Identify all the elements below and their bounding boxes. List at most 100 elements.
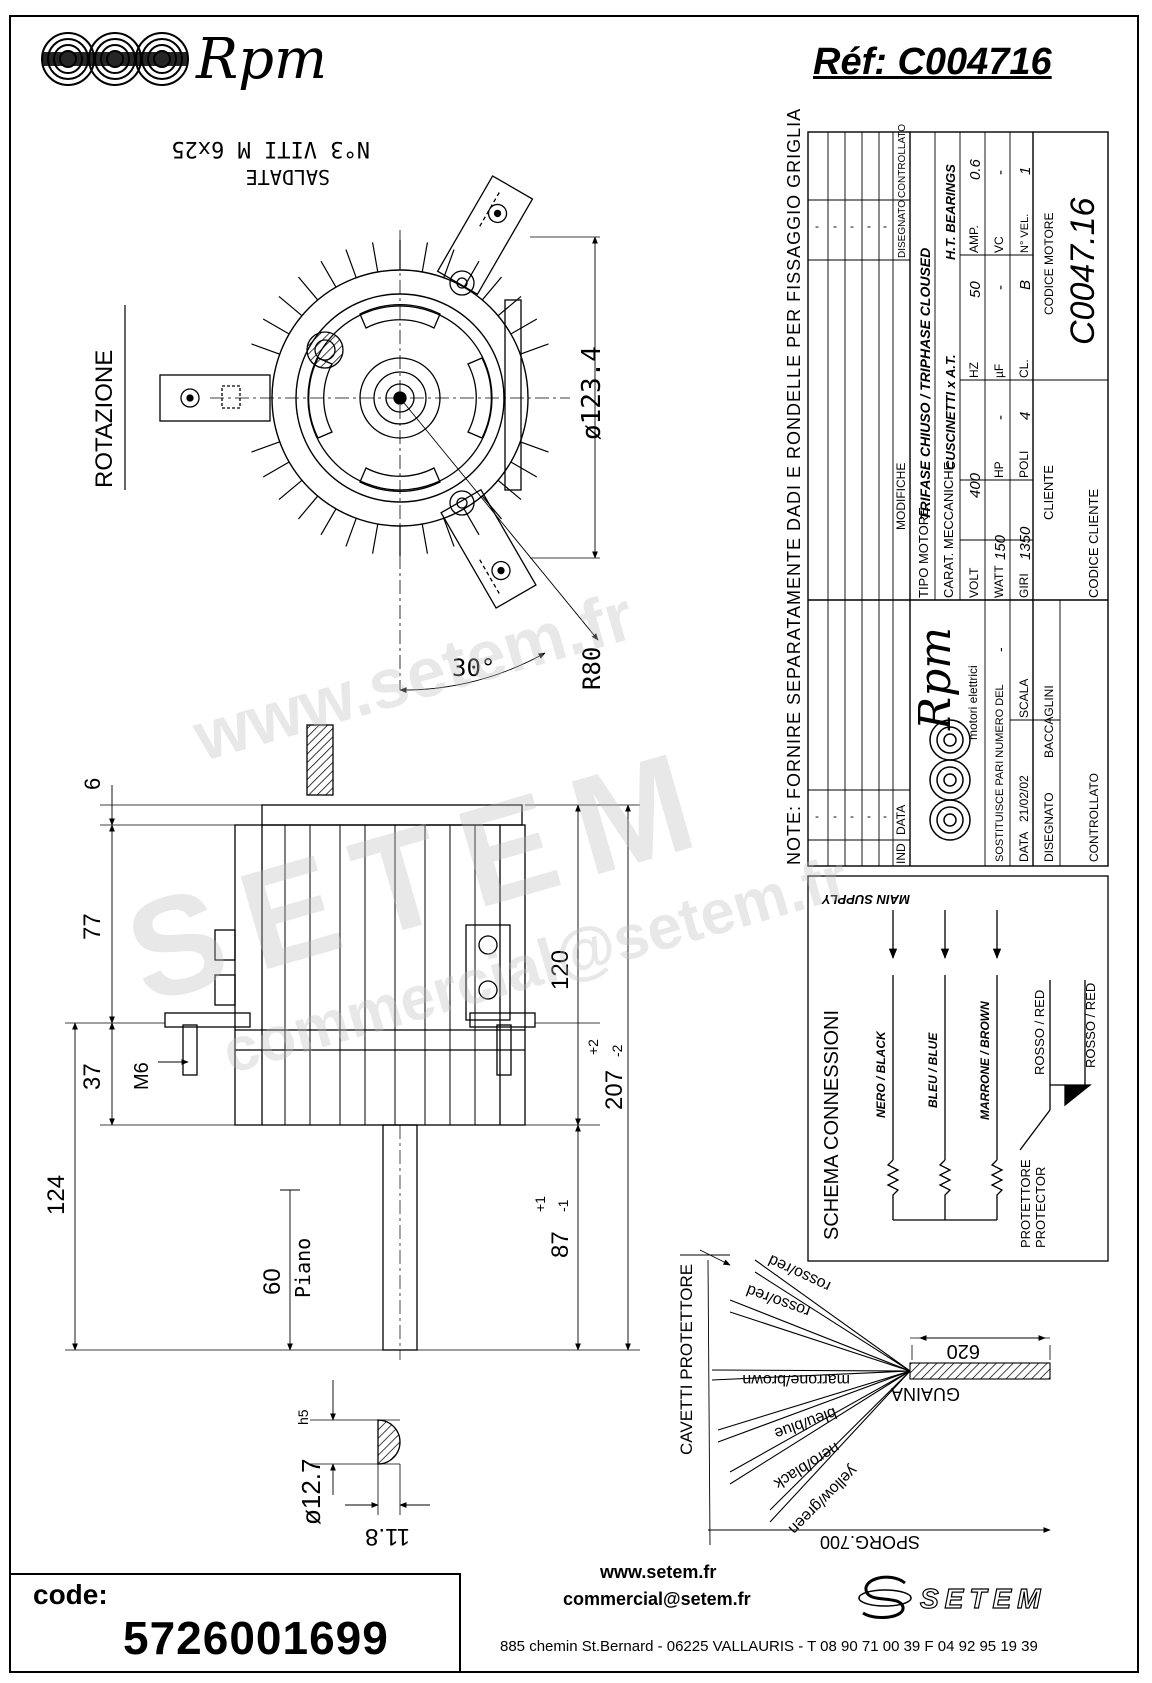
dimension-6: 6 <box>80 778 105 790</box>
dimension-87: 87 <box>547 1231 574 1258</box>
protector-label-en: PROTECTOR <box>1033 1167 1048 1248</box>
brand-name: Rpm <box>196 27 328 92</box>
revision-dash: - <box>867 219 871 233</box>
revision-dash: - <box>833 809 837 823</box>
side-view <box>65 724 640 1360</box>
drawn-by-value: BACCAGLINI <box>1042 685 1056 758</box>
code-box: code: 5726001699 <box>9 1573 461 1673</box>
code-value: 5726001699 <box>123 1612 389 1664</box>
protector-label: PROTETTORE <box>1018 1159 1033 1248</box>
date-value: 21/02/02 <box>1017 775 1031 822</box>
volt-label: VOLT <box>967 567 981 598</box>
fin-line <box>278 295 303 317</box>
sheath-label: GUAINA <box>891 1384 960 1404</box>
angle-dimension: 30° <box>452 654 495 682</box>
watt-label: WATT <box>992 565 1006 598</box>
class-value: B <box>1017 280 1034 290</box>
company-address: 885 chemin St.Bernard - 06225 VALLAURIS … <box>500 1638 1038 1655</box>
radius-dimension: R80 <box>578 647 606 690</box>
volt-value: 400 <box>967 472 984 498</box>
hp-value: - <box>992 415 1009 420</box>
poles-value: 4 <box>1017 412 1034 420</box>
top-view <box>124 175 600 693</box>
fin-line <box>320 260 337 288</box>
customer-label: CLIENTE <box>1041 465 1056 520</box>
revision-dash: - <box>850 219 854 233</box>
code-label: code: <box>33 1579 108 1610</box>
hp-label: HP <box>992 461 1006 478</box>
wire-label-brown: MARRONE / BROWN <box>978 1001 992 1120</box>
fin-line <box>520 343 549 355</box>
sheath-length: 620 <box>947 1340 980 1362</box>
fin-line <box>443 249 455 278</box>
motor-type-value: TRIFASE CHIUSO / TRIPHASE CLOUSED <box>917 248 933 520</box>
title-block-frame <box>807 131 1109 867</box>
fin-line <box>497 295 522 317</box>
diameter-dimension: ø123.4 <box>577 346 607 440</box>
protector-wire-2: ROSSO / RED <box>1083 983 1098 1068</box>
fin-line <box>463 508 480 536</box>
setem-logo-text: SETEM <box>919 1582 1047 1614</box>
revision-dash: - <box>883 809 887 823</box>
cable-wire-1: rosso/red <box>766 1251 834 1295</box>
fin-line <box>262 318 290 335</box>
shaft-flat-dimension: 11.8 <box>365 1523 410 1550</box>
dimension-207-tolerance-minus: -2 <box>609 1044 625 1057</box>
welded-note: SALDATE <box>246 165 330 189</box>
drawn-by-label: DISEGNATO <box>1042 792 1056 862</box>
title-block-logo-subtitle: motori elettrici <box>966 665 980 740</box>
motor-type-label: TIPO MOTORE <box>916 507 931 598</box>
amp-value: 0.6 <box>967 158 984 180</box>
amp-label: AMP. <box>967 225 981 253</box>
fin-line <box>510 461 538 478</box>
replaces-value: - <box>992 647 1008 652</box>
email-link[interactable]: commercial@setem.fr <box>563 1589 751 1609</box>
cable-bundle <box>680 1249 1051 1546</box>
mechanics-value: CUSCINETTI x A.T. <box>943 354 958 470</box>
fin-line <box>443 518 455 547</box>
revision-dashes: ---------- <box>815 219 887 823</box>
fin-line <box>278 479 303 501</box>
hz-label: HZ <box>967 362 981 378</box>
mechanics-label: CARAT. MECCANICHE <box>941 461 956 598</box>
uf-label: µF <box>992 364 1006 378</box>
rpm-label: GIRI <box>1017 573 1031 598</box>
thread-label: M6 <box>131 1062 153 1090</box>
dimension-37: 37 <box>79 1063 106 1090</box>
dimension-124: 124 <box>43 1175 70 1215</box>
dimension-207: 207 <box>601 1070 628 1110</box>
fin-line <box>297 276 319 301</box>
fin-line <box>251 343 280 355</box>
poles-label: POLI <box>1017 451 1031 478</box>
fin-line <box>345 249 357 278</box>
title-block-logo-icon <box>929 719 971 841</box>
shaft-diameter: ø12.7 <box>296 1459 326 1526</box>
rpm-value: 1350 <box>1017 526 1034 560</box>
revision-dash: - <box>833 219 837 233</box>
reference-number: Réf: C004716 <box>813 41 1052 83</box>
class-label: CL. <box>1017 359 1031 378</box>
customer-code-label: CODICE CLIENTE <box>1086 489 1101 598</box>
mechanics-value-en: H.T. BEARINGS <box>943 164 958 260</box>
connection-scheme-title: SCHEMA CONNESSIONI <box>821 1010 843 1240</box>
website-link[interactable]: www.setem.fr <box>600 1562 717 1582</box>
title-block-logo-text: Rpm <box>910 627 961 731</box>
connection-scheme <box>807 875 1109 1262</box>
revision-header-date: DATA <box>894 805 908 835</box>
dimension-87-tolerance-minus: -1 <box>555 1199 571 1212</box>
motor-code-value: C0047.16 <box>1064 197 1102 345</box>
fin-line <box>371 242 379 273</box>
screws-note: N°3 VITI M 6x25 <box>171 136 370 161</box>
fin-line <box>463 260 480 288</box>
revision-header-drawn: DISEGNATO <box>897 200 908 258</box>
fin-line <box>481 276 503 301</box>
protector-wire-1: ROSSO / RED <box>1032 990 1047 1075</box>
shaft-tolerance: h5 <box>295 1409 311 1425</box>
speeds-value: 1 <box>1017 167 1034 175</box>
revision-header-ind: IND <box>894 843 908 864</box>
revision-dash: - <box>867 809 871 823</box>
speeds-label: N° VEL. <box>1019 214 1031 253</box>
revision-dash: - <box>815 809 819 823</box>
fin-line <box>345 518 357 547</box>
